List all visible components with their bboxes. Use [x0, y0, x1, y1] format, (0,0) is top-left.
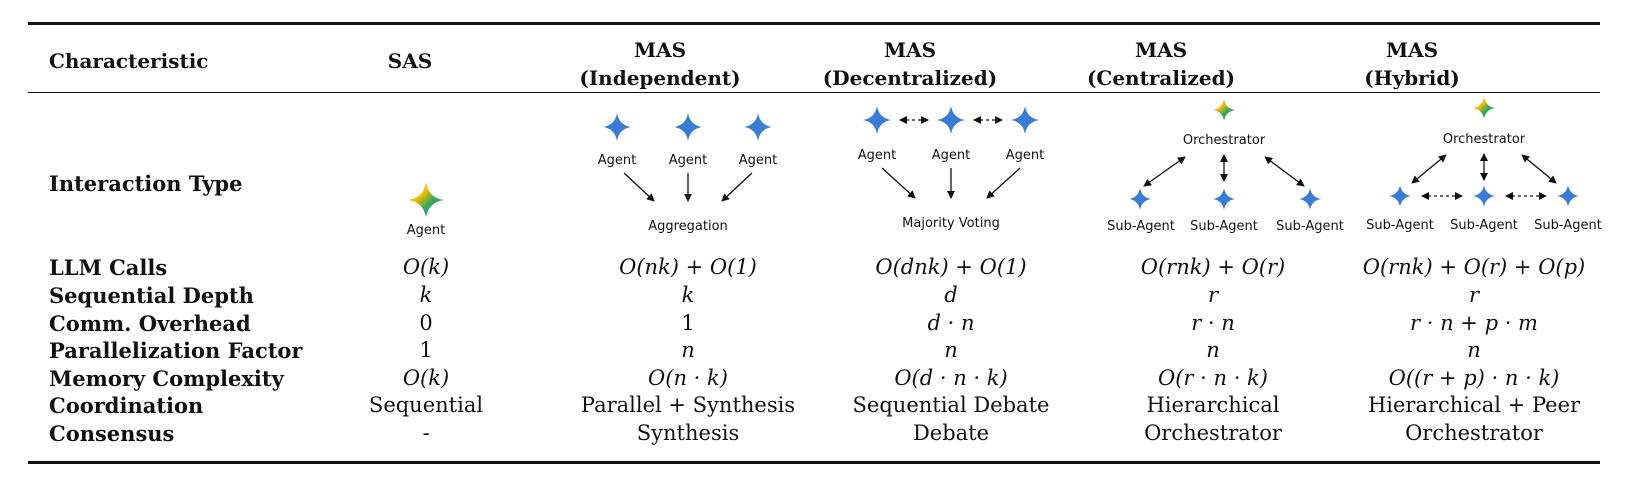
table-cell: O(nk) + O(1)	[619, 255, 757, 279]
table-cell: k	[419, 283, 433, 307]
agent-star-icon	[1389, 185, 1411, 207]
table-cell: r · n + p · m	[1410, 311, 1538, 335]
table-cell: Hierarchical	[1146, 393, 1280, 417]
table-cell: r	[1207, 283, 1219, 307]
table-cell: r	[1468, 283, 1480, 307]
table-header-rule	[28, 92, 1600, 93]
table-cell: O(dnk) + O(1)	[875, 255, 1027, 279]
sas-diagram: Agent	[407, 182, 445, 238]
hybrid-diagram: Orchestrator Sub-Agent Sub-Agent Sub-Age…	[1366, 97, 1602, 233]
table-cell: 0	[419, 311, 433, 335]
agent-star-icon	[674, 113, 702, 141]
row-label-interaction-type: Interaction Type	[49, 171, 243, 196]
header-mas-independent: MAS(Independent)	[579, 38, 741, 90]
table-cell: Synthesis	[636, 421, 740, 445]
centralized-diagram: Orchestrator Sub-Agent Sub-Agent Sub-Age…	[1107, 99, 1344, 234]
table-cell: 1	[681, 311, 695, 335]
row-label: Parallelization Factor	[49, 338, 303, 363]
table-cell: k	[681, 283, 695, 307]
table-cell: O(rnk) + O(r)	[1140, 255, 1286, 279]
table-cell: O(n · k)	[648, 366, 728, 390]
agent-star-icon	[744, 113, 772, 141]
table-cell: O(k)	[402, 255, 450, 279]
table-cell: Sequential Debate	[852, 393, 1050, 417]
table-cell: -	[422, 421, 430, 445]
row-label: LLM Calls	[49, 255, 168, 280]
svg-text:Aggregation: Aggregation	[648, 219, 728, 234]
sas-agent-label: Agent	[407, 223, 445, 238]
table-cell: 1	[419, 338, 433, 362]
svg-text:Agent: Agent	[858, 148, 896, 163]
svg-text:Orchestrator: Orchestrator	[1443, 132, 1526, 147]
agent-star-icon	[937, 106, 965, 134]
svg-text:Sub-Agent: Sub-Agent	[1107, 219, 1175, 234]
svg-text:Agent: Agent	[669, 153, 707, 168]
agent-star-icon	[1129, 188, 1151, 210]
agent-star-icon	[603, 113, 631, 141]
header-sas: SAS	[387, 49, 433, 73]
svg-text:Sub-Agent: Sub-Agent	[1190, 219, 1258, 234]
table-cell: d	[944, 283, 958, 307]
table-cell: O((r + p) · n · k)	[1388, 366, 1560, 390]
svg-text:Agent: Agent	[932, 148, 970, 163]
table-cell: O(rnk) + O(r) + O(p)	[1362, 255, 1586, 279]
svg-text:Sub-Agent: Sub-Agent	[1534, 218, 1602, 233]
svg-text:Agent: Agent	[739, 153, 777, 168]
table-cell: O(r · n · k)	[1158, 366, 1268, 390]
table-cell: Sequential	[368, 393, 484, 417]
table-cell: r · n	[1191, 311, 1235, 335]
svg-text:Sub-Agent: Sub-Agent	[1366, 218, 1434, 233]
table-cell: Hierarchical + Peer	[1367, 393, 1581, 417]
table-cell: n	[1467, 338, 1481, 362]
svg-text:Agent: Agent	[598, 153, 636, 168]
header-mas-centralized: MAS(Centralized)	[1086, 38, 1236, 90]
agent-star-icon	[1473, 185, 1495, 207]
table-cell: n	[944, 338, 958, 362]
decentralized-diagram: Agent Agent Agent Majority Voting	[858, 106, 1044, 231]
header-mas-hybrid: MAS(Hybrid)	[1364, 38, 1460, 90]
svg-text:Majority Voting: Majority Voting	[902, 216, 1000, 231]
agent-star-icon	[1299, 188, 1321, 210]
agent-star-icon	[1011, 106, 1039, 134]
row-label: Coordination	[49, 393, 204, 418]
gemini-sparkle-icon	[1473, 97, 1495, 119]
table-cell: d · n	[927, 311, 975, 335]
svg-text:Agent: Agent	[1006, 148, 1044, 163]
table-top-rule	[28, 22, 1600, 25]
table-bottom-rule	[28, 461, 1600, 464]
agent-star-icon	[1557, 185, 1579, 207]
row-label: Memory Complexity	[49, 366, 284, 391]
agent-star-icon	[863, 106, 891, 134]
table-cell: O(d · n · k)	[894, 366, 1008, 390]
table-cell: n	[681, 338, 695, 362]
table-cell: Debate	[912, 421, 990, 445]
agent-star-icon	[1213, 188, 1235, 210]
table-cell: Orchestrator	[1144, 421, 1282, 445]
table-cell: n	[1206, 338, 1220, 362]
row-label: Comm. Overhead	[49, 311, 251, 336]
table-cell: Parallel + Synthesis	[580, 393, 796, 417]
svg-text:Sub-Agent: Sub-Agent	[1450, 218, 1518, 233]
independent-diagram: Agent Agent Agent Aggregation	[598, 113, 777, 234]
header-characteristic: Characteristic	[49, 49, 209, 73]
svg-text:Sub-Agent: Sub-Agent	[1276, 219, 1344, 234]
table-cell: O(k)	[402, 366, 450, 390]
header-mas-decentralized: MAS(Decentralized)	[822, 38, 998, 90]
row-label: Sequential Depth	[49, 283, 254, 308]
table-cell: Orchestrator	[1405, 421, 1543, 445]
row-label: Consensus	[49, 421, 175, 446]
svg-text:Orchestrator: Orchestrator	[1183, 133, 1266, 148]
gemini-sparkle-icon	[1213, 99, 1235, 121]
gemini-sparkle-icon	[408, 182, 444, 218]
